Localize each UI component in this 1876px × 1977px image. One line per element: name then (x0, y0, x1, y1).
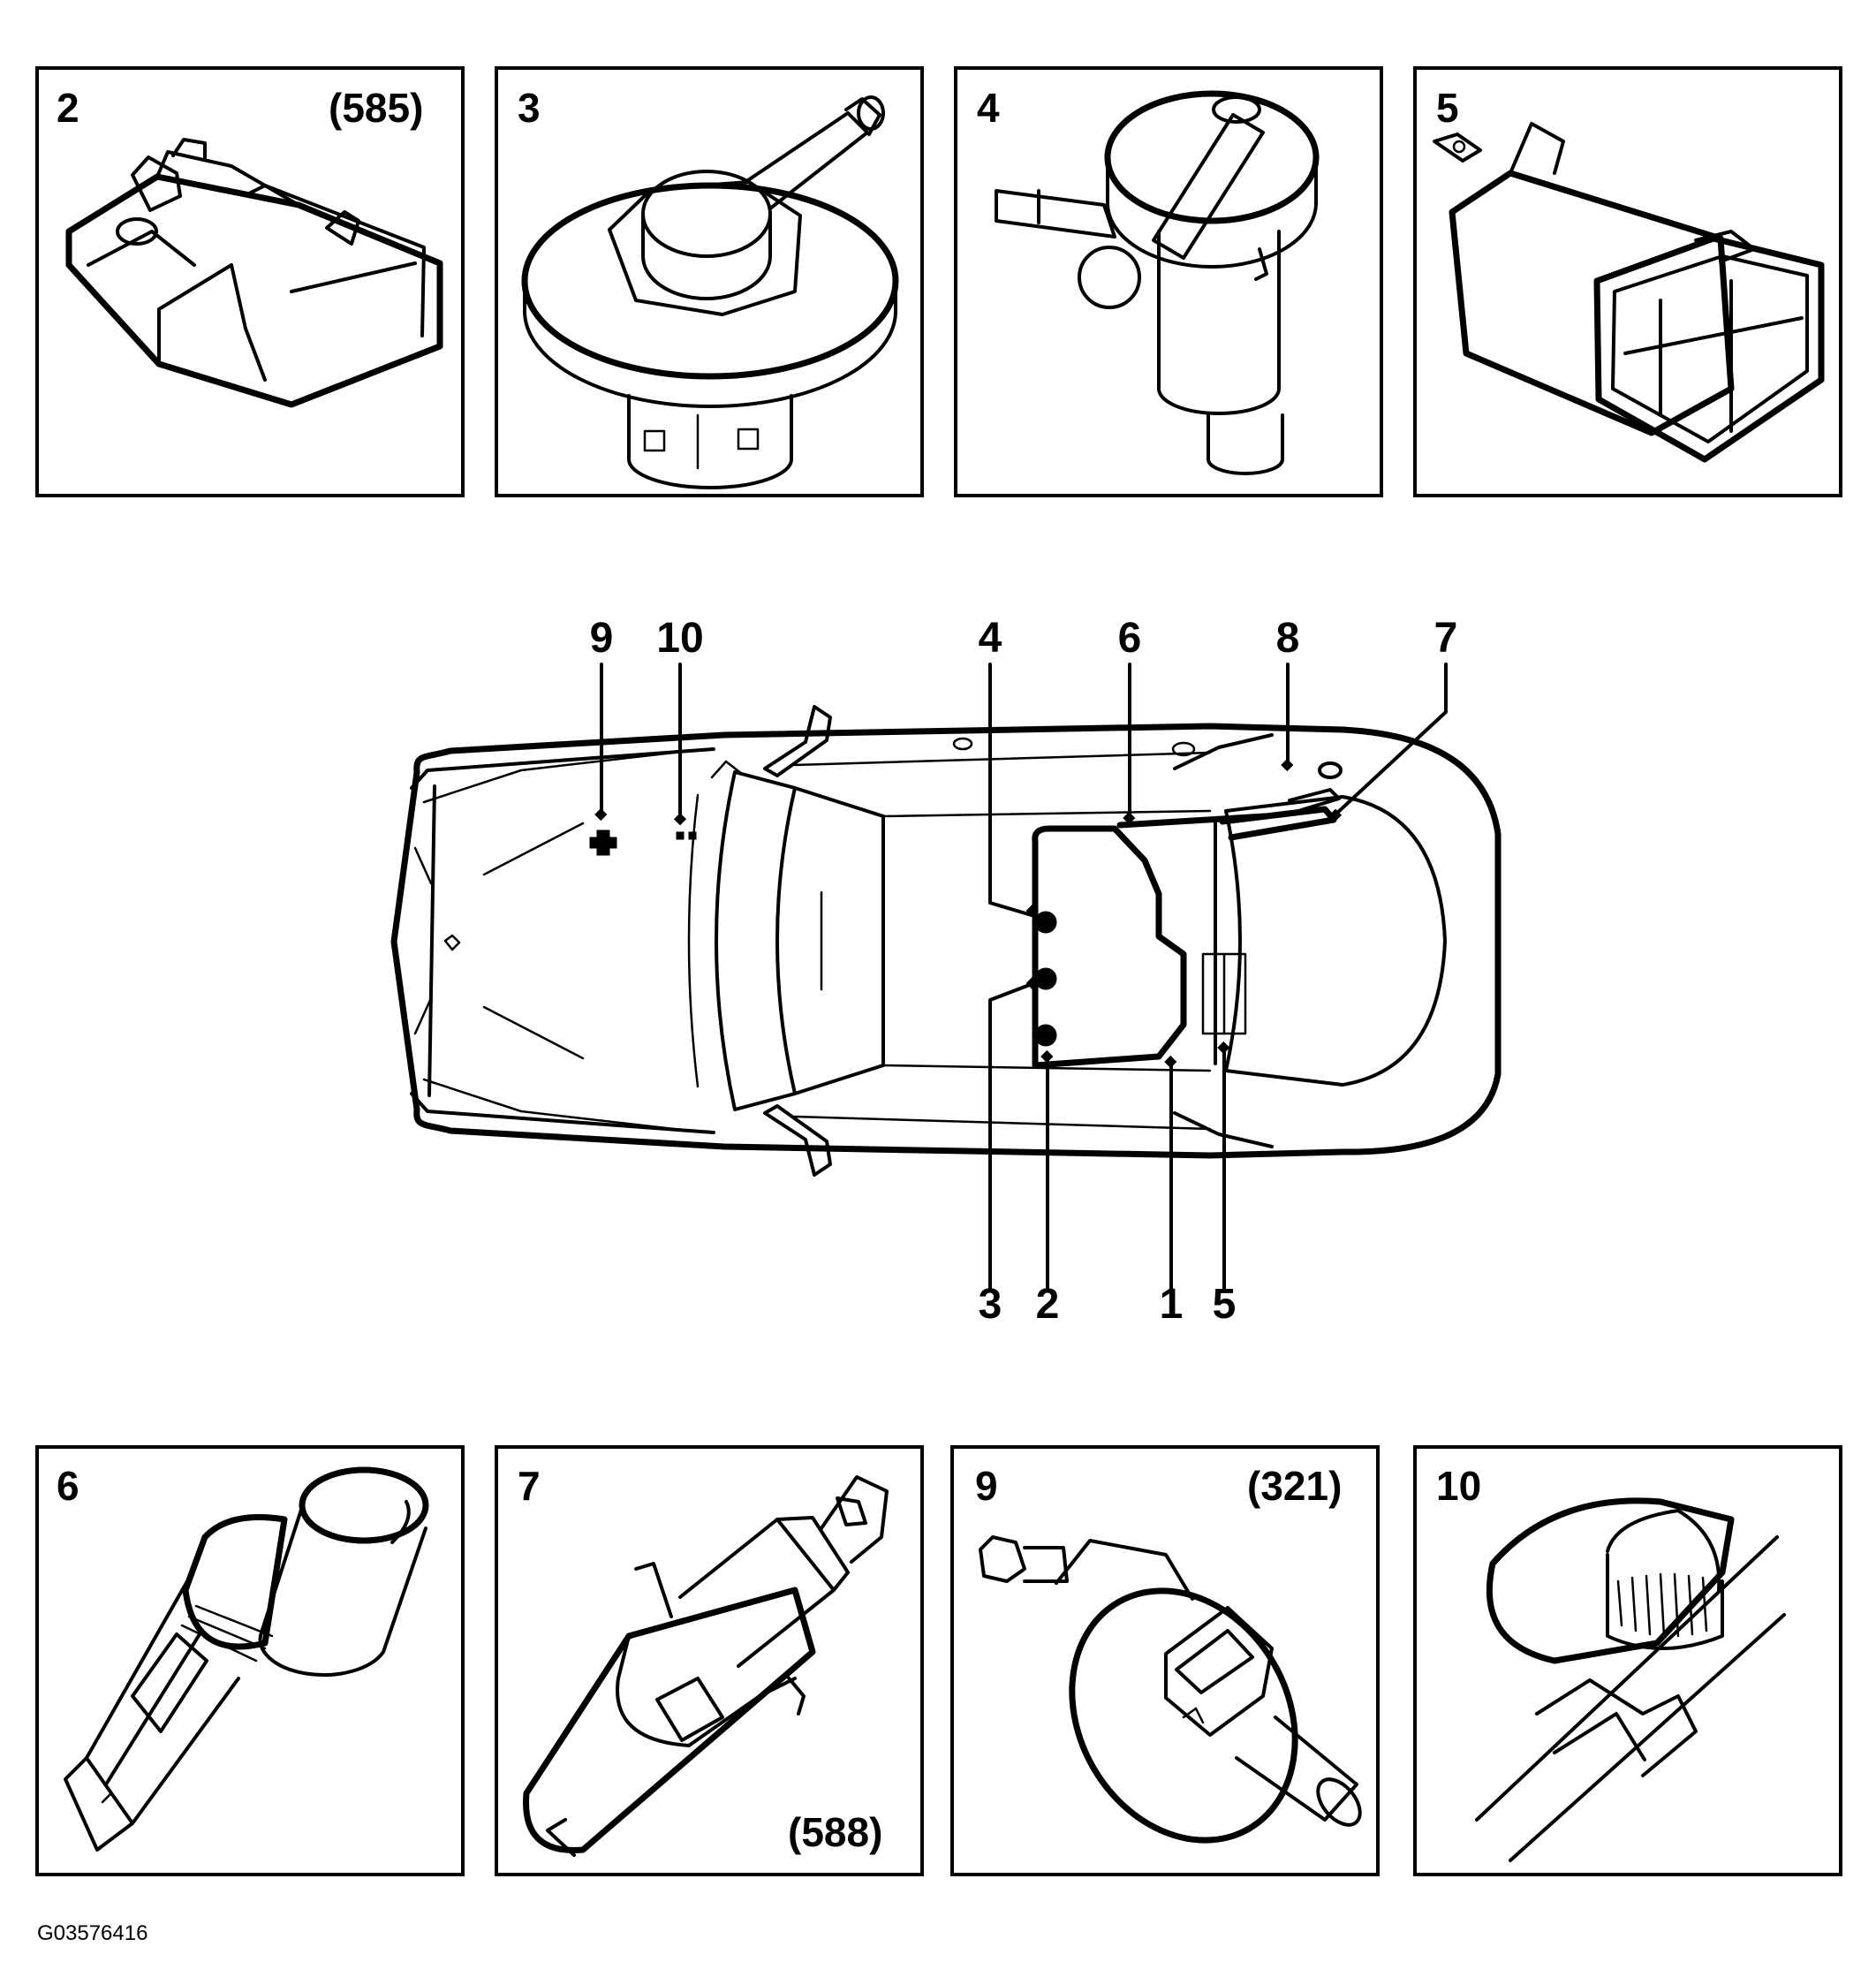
callout-number: 9 (590, 615, 614, 662)
switch-sensor-icon (64, 1466, 429, 1852)
callout-number: 10 (656, 615, 703, 662)
callout-number: 2 (1036, 1281, 1060, 1328)
callout-number: 5 (1213, 1281, 1237, 1328)
panel-7: 7 (588) (495, 1445, 924, 1876)
solenoid-icon (523, 1475, 889, 1857)
panel-number: 7 (518, 1463, 541, 1509)
panel-number: 6 (57, 1463, 79, 1509)
panel-3: 3 (495, 66, 924, 497)
callout-number: 7 (1434, 615, 1458, 662)
panel-reference: (321) (1247, 1463, 1342, 1509)
pump-cylinder-icon (995, 90, 1320, 475)
panel-2: 2 (585) (35, 66, 465, 497)
callout-number: 4 (979, 615, 1002, 662)
panel-reference: (588) (788, 1809, 882, 1855)
panel-6: 6 (35, 1445, 465, 1876)
panel-number: 3 (518, 85, 541, 131)
callout-number: 6 (1118, 615, 1142, 662)
panel-10: 10 (1413, 1445, 1842, 1876)
callout-number: 8 (1276, 615, 1300, 662)
callout-leaders (594, 663, 1448, 1291)
callout-number: 3 (979, 1281, 1002, 1328)
callout-labels-bottom: 3 2 1 5 (979, 1281, 1237, 1328)
panel-4: 4 (954, 66, 1383, 497)
panel-number: 2 (57, 85, 79, 131)
canister-icon (1433, 122, 1825, 463)
panel-5: 5 (1413, 66, 1842, 497)
vehicle-top-view (390, 705, 1502, 1177)
panel-number: 5 (1436, 85, 1459, 131)
callout-number: 1 (1160, 1281, 1184, 1328)
sensor-bracket-icon (65, 138, 443, 408)
purge-valve-icon (979, 1535, 1362, 1844)
disc-valve-icon (521, 95, 899, 489)
panel-number: 10 (1436, 1463, 1481, 1509)
callout-labels-top: 9 10 4 6 8 7 (590, 615, 1458, 662)
panel-reference: (585) (329, 85, 423, 131)
panel-number: 9 (975, 1463, 998, 1509)
panel-number: 4 (977, 85, 1000, 131)
figure-code: G03576416 (37, 1921, 148, 1945)
panel-9: 9 (321) (950, 1445, 1380, 1876)
hose-sensor-icon (1475, 1497, 1786, 1862)
